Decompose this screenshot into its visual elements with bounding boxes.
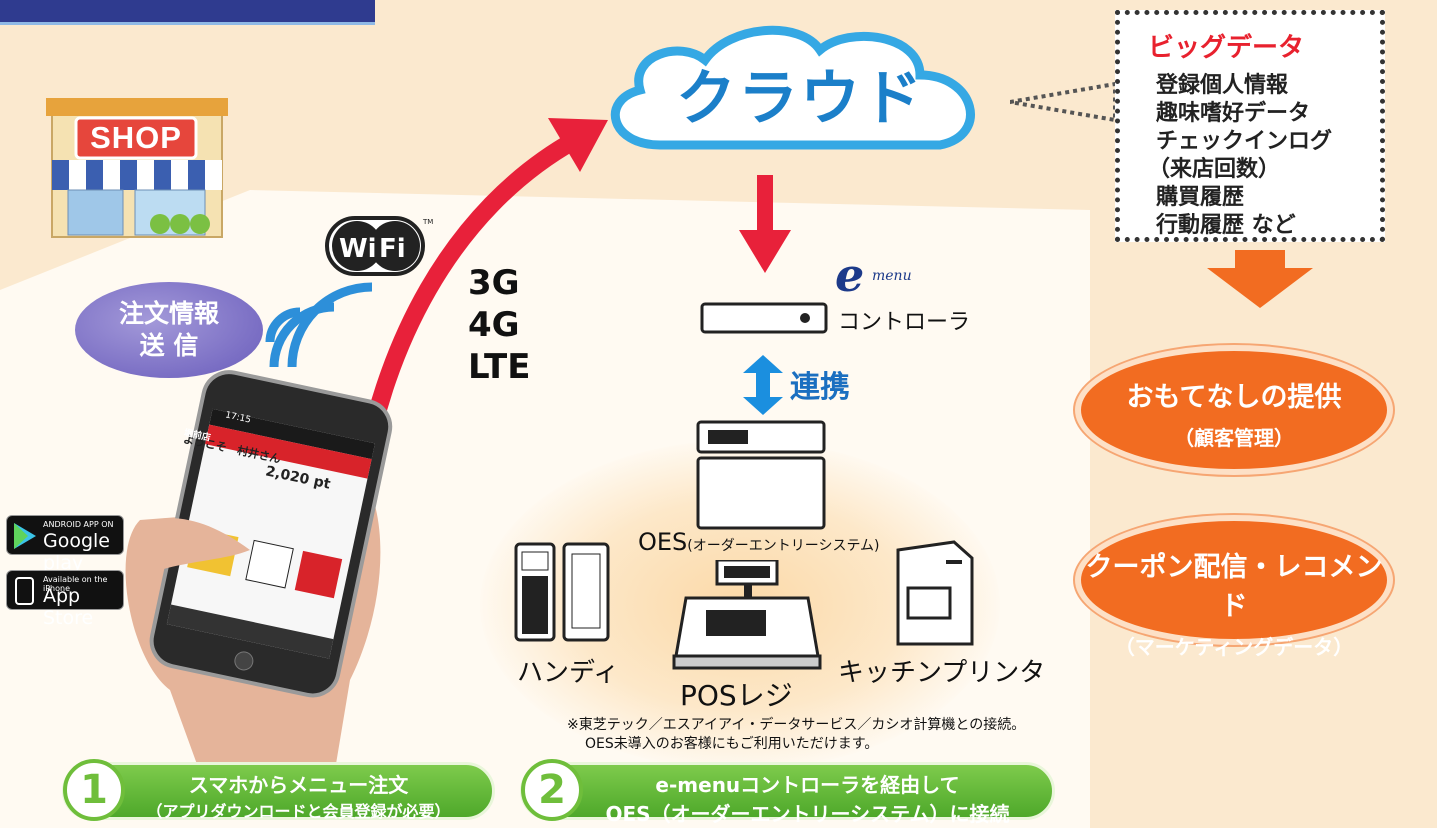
emenu-logo: menu (872, 268, 912, 284)
badge-small-text: ANDROID APP ON (43, 520, 114, 529)
down-arrow-icon (1207, 250, 1313, 308)
dotted-connector (1010, 82, 1117, 122)
kitchen-printer-icon (896, 540, 974, 646)
oes-main: OES (638, 528, 688, 556)
google-play-icon (14, 523, 36, 549)
step-title: スマホからメニュー注文 (188, 773, 409, 797)
link-label: 連携 (790, 370, 850, 405)
shop-sign-label: SHOP (90, 120, 182, 155)
bigdata-title: ビッグデータ (1148, 33, 1305, 63)
google-play-badge[interactable]: ANDROID APP ON Google play (6, 515, 124, 574)
service-title: おもてなしの提供 (1126, 382, 1342, 413)
bigdata-item: 登録個人情報 (1156, 73, 1289, 98)
network-3g: 3G (468, 263, 520, 303)
step-number: 1 (63, 759, 125, 821)
note-line: ※東芝テック／エスアイアイ・データサービス／カシオ計算機との接続。 (567, 717, 1026, 733)
badge-big-text: Google play (43, 530, 111, 574)
step-1: 1 スマホからメニュー注文 （アプリダウンロードと会員登録が必要） (62, 759, 495, 821)
badge-small-text: Available on the iPhone (43, 575, 108, 593)
oes-label: OES(オーダーエントリーシステム) (638, 528, 880, 556)
controller-device-icon (700, 302, 828, 334)
svg-text:Fi: Fi (379, 234, 406, 264)
printer-label: キッチンプリンタ (838, 658, 1046, 688)
network-lte: LTE (468, 347, 531, 387)
service-hospitality: おもてなしの提供 （顧客管理） (1075, 345, 1393, 475)
badge-big-text: App Store (43, 585, 94, 629)
step-number: 2 (521, 759, 583, 821)
smartphone-hand-image (125, 370, 393, 800)
cloud-label: クラウド (676, 64, 924, 134)
handy-label: ハンディ (517, 658, 620, 688)
service-title: クーポン配信・レコメンド (1085, 552, 1383, 622)
step-title: e-menuコントローラを経由して (655, 773, 960, 797)
emenu-logo-e: e (835, 248, 865, 302)
oes-server-icon (696, 420, 826, 530)
wifi-logo-icon: Wi Fi TM (325, 216, 433, 276)
pos-label: POSレジ (680, 679, 793, 712)
app-store-badge[interactable]: Available on the iPhone App Store (6, 570, 124, 629)
step-subtitle: OES（オーダーエントリーシステム）に接続 (605, 802, 1010, 826)
bubble-line: 送 信 (139, 331, 199, 360)
pos-register-icon (672, 560, 822, 670)
bigdata-item: チェックインログ (1156, 129, 1333, 154)
bidirectional-arrow-icon (743, 355, 783, 415)
bigdata-item: 趣味嗜好データ (1156, 101, 1311, 126)
shop-icon (46, 98, 228, 238)
network-list: 3G 4G LTE (468, 262, 530, 388)
cloud-down-arrow-icon (739, 175, 791, 273)
iphone-icon (15, 577, 34, 605)
bigdata-item: 購買履歴 (1156, 185, 1245, 210)
bigdata-box: ビッグデータ 登録個人情報 趣味嗜好データ チェックインログ （来店回数） 購買… (1115, 10, 1385, 242)
handy-terminal-icon (514, 542, 610, 642)
order-info-bubble: 注文情報 送 信 (75, 282, 263, 378)
network-4g: 4G (468, 305, 520, 345)
service-coupon: クーポン配信・レコメンド （マーケティングデータ） (1075, 515, 1393, 659)
oes-sub: (オーダーエントリーシステム) (687, 538, 880, 554)
service-subtitle: （顧客管理） (1174, 426, 1294, 450)
note-line: OES未導入のお客様にもご利用いただけます。 (585, 736, 879, 752)
bigdata-item: 行動履歴 など (1156, 213, 1296, 238)
bubble-line: 注文情報 (118, 299, 219, 328)
bigdata-item: （来店回数） (1148, 157, 1281, 182)
cloud-icon (610, 25, 975, 150)
service-subtitle: （マーケティングデータ） (1114, 635, 1354, 659)
step-subtitle: （アプリダウンロードと会員登録が必要） (146, 802, 451, 821)
title-banner-fragment (0, 0, 375, 25)
wifi-waves-icon (265, 282, 373, 368)
controller-label: コントローラ (838, 310, 971, 335)
step-2: 2 e-menuコントローラを経由して OES（オーダーエントリーシステム）に接… (520, 759, 1055, 826)
svg-text:TM: TM (422, 218, 433, 226)
svg-text:Wi: Wi (339, 234, 377, 264)
